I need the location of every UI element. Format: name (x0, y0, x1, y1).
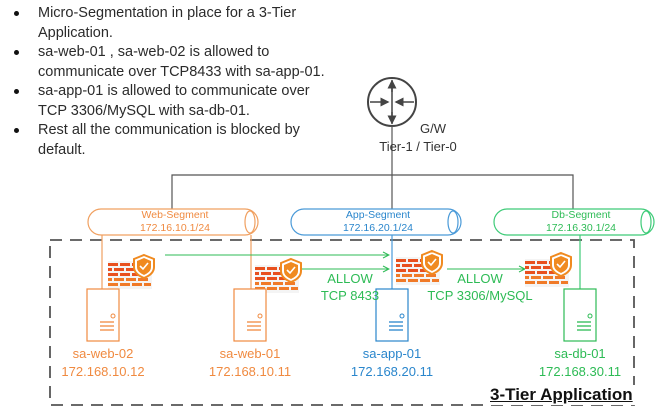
host-name: sa-db-01 (554, 346, 606, 361)
segment-name: Db-Segment (551, 209, 611, 221)
requirements-list: Micro-Segmentation in place for a 3-Tier… (8, 4, 338, 160)
server-icon[interactable] (563, 288, 597, 342)
app-segment-label: App-Segment 172.16.20.1/24 (313, 209, 443, 235)
host-ip: 172.168.30.11 (538, 364, 622, 379)
server-icon[interactable] (86, 288, 120, 342)
boundary-label: 3-Tier Application (488, 385, 635, 405)
db-segment-label: Db-Segment 172.16.30.1/24 (516, 209, 646, 235)
host-name: sa-app-01 (362, 346, 422, 361)
segment-name: Web-Segment (141, 209, 209, 221)
bullet-item: Micro-Segmentation in place for a 3-Tier… (8, 4, 338, 43)
host-sa-web-02[interactable]: sa-web-02 172.168.10.12 (43, 345, 163, 381)
host-sa-app-01[interactable]: sa-app-01 172.168.20.11 (332, 345, 452, 381)
host-ip: 172.168.10.11 (208, 364, 292, 379)
firewall-shield-icon (107, 254, 155, 290)
application-boundary (49, 239, 635, 406)
host-ip: 172.168.20.11 (350, 364, 434, 379)
host-name: sa-web-01 (219, 346, 281, 361)
bullet-item: Rest all the communication is blocked by… (8, 121, 338, 160)
app-segment-pipe (290, 208, 462, 236)
segment-cidr: 172.16.30.1/24 (545, 222, 617, 234)
host-sa-web-01[interactable]: sa-web-01 172.168.10.11 (190, 345, 310, 381)
gateway-tiers: Tier-1 / Tier-0 (379, 139, 457, 154)
host-name: sa-web-02 (72, 346, 134, 361)
bullet-item: sa-app-01 is allowed to communicate over… (8, 82, 338, 121)
uplink-bus (171, 126, 574, 210)
rule-web-to-app: ALLOW TCP 8433 (305, 270, 395, 304)
router-icon (367, 77, 417, 127)
db-segment-pipe (493, 208, 655, 236)
firewall-shield-icon (254, 258, 302, 294)
rule-protocol: TCP 3306/MySQL (427, 288, 533, 303)
rule-app-to-db: ALLOW TCP 3306/MySQL (425, 270, 535, 304)
rule-protocol: TCP 8433 (320, 288, 380, 303)
host-sa-db-01[interactable]: sa-db-01 172.168.30.11 (520, 345, 640, 381)
gateway-name: G/W (420, 121, 446, 136)
rule-action: ALLOW (327, 271, 373, 286)
gateway-label: G/W Tier-1 / Tier-0 (379, 120, 483, 156)
segment-name: App-Segment (345, 209, 411, 221)
segment-cidr: 172.16.20.1/24 (342, 222, 414, 234)
web-segment-label: Web-Segment 172.16.10.1/24 (110, 209, 240, 235)
bullet-item: sa-web-01 , sa-web-02 is allowed to comm… (8, 43, 338, 82)
host-ip: 172.168.10.12 (61, 364, 145, 379)
server-icon[interactable] (233, 288, 267, 342)
web-segment-pipe (87, 208, 259, 236)
rule-action: ALLOW (457, 271, 503, 286)
segment-cidr: 172.16.10.1/24 (139, 222, 211, 234)
